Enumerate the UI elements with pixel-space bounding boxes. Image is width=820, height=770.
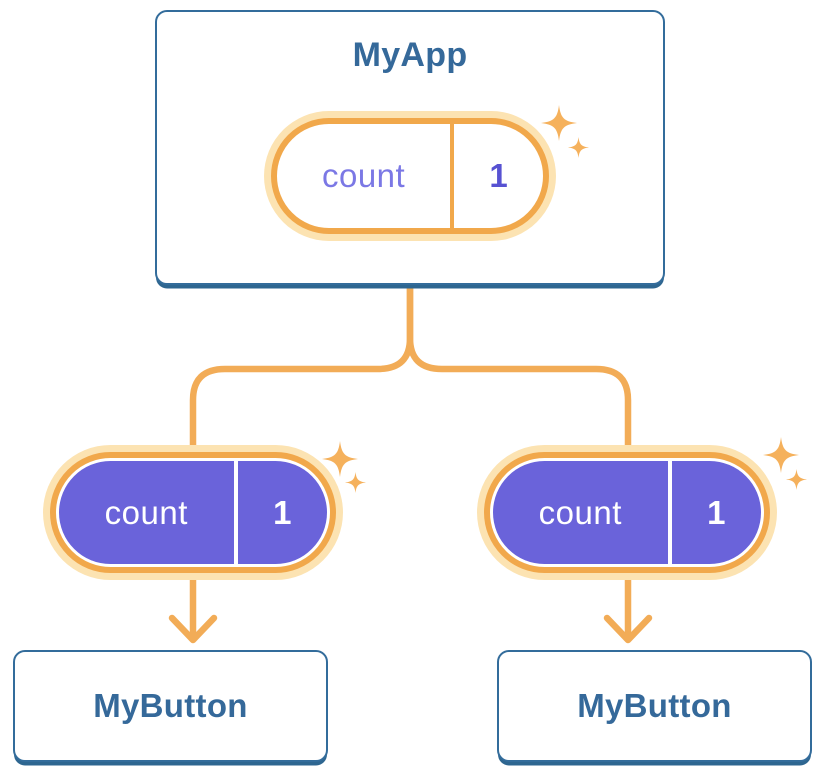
prop-pill-left-label-cell: count (59, 461, 234, 564)
connector-root-to-right-child (406, 283, 632, 457)
prop-pill-left-core: count 1 (59, 461, 327, 564)
prop-pill-right-core: count 1 (493, 461, 761, 564)
connector-root-to-left-child (189, 283, 414, 457)
prop-pill-right-label-cell: count (493, 461, 668, 564)
sparkle-icon (786, 469, 807, 490)
sparkle-icon (763, 437, 799, 473)
state-pill-label: count (321, 157, 406, 194)
prop-pill-left-value-cell: 1 (238, 461, 327, 564)
arrow-left-head-icon (168, 614, 218, 644)
state-pill-value: 1 (489, 157, 508, 194)
prop-pill-value: 1 (707, 493, 726, 531)
prop-pill-right: count 1 (477, 445, 777, 580)
arrow-right-head-icon (603, 614, 653, 644)
child-component-card-right: MyButton (497, 650, 812, 762)
prop-pill-left-ring: count 1 (50, 452, 336, 573)
prop-pill-value: 1 (273, 493, 292, 531)
state-pill-label-cell: count (277, 124, 450, 228)
sparkle-icon (541, 105, 577, 141)
state-pill: count 1 (264, 111, 556, 241)
prop-pill-right-value-cell: 1 (672, 461, 761, 564)
prop-pill-divider (233, 461, 238, 564)
state-pill-value-cell: 1 (454, 124, 543, 228)
state-pill-divider (450, 124, 455, 228)
prop-pill-right-ring: count 1 (484, 452, 770, 573)
sparkle-icon (322, 441, 358, 477)
state-pill-ring: count 1 (271, 118, 549, 234)
child-component-name: MyButton (577, 687, 732, 724)
prop-pill-divider (667, 461, 672, 564)
prop-pill-left: count 1 (43, 445, 343, 580)
sparkle-icon (345, 472, 366, 493)
sparkle-icon (568, 137, 589, 158)
root-component-name: MyApp (352, 36, 468, 74)
prop-pill-label: count (104, 493, 188, 531)
child-component-card-left: MyButton (13, 650, 328, 762)
child-component-name: MyButton (93, 687, 248, 724)
prop-pill-label: count (538, 493, 622, 531)
